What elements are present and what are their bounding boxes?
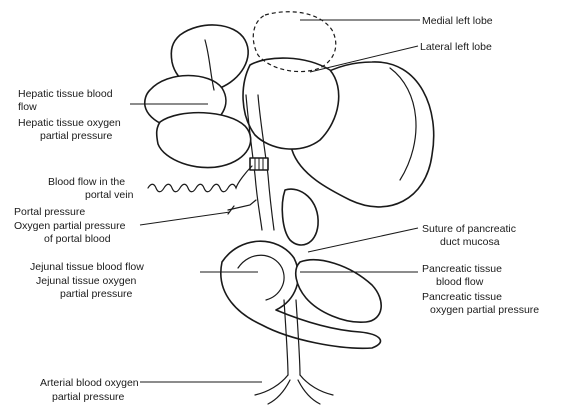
pancreatic-tissue [296, 260, 381, 322]
label-jejunal-oxygen-1: Jejunal tissue oxygen [36, 275, 137, 287]
label-hepatic-blood-flow-2: flow [18, 101, 37, 113]
lateral-left-lobe [243, 58, 339, 149]
leader-portal-pressure [140, 212, 230, 225]
label-suture-1: Suture of pancreatic [422, 223, 516, 235]
label-portal-vein-flow-1: Blood flow in the [48, 176, 125, 188]
label-portal-pressure: Portal pressure [14, 206, 85, 218]
label-pancreatic-flow-2: blood flow [436, 276, 484, 288]
label-portal-oxygen-2: of portal blood [44, 233, 111, 245]
label-portal-vein-flow-2: portal vein [85, 189, 134, 201]
label-jejunal-oxygen-2: partial pressure [60, 288, 133, 300]
aorta [284, 300, 288, 375]
liver-left-lower-lobe [157, 113, 251, 168]
label-pancreatic-flow-1: Pancreatic tissue [422, 263, 502, 275]
label-arterial-oxygen-1: Arterial blood oxygen [40, 377, 139, 389]
label-lateral-left-lobe: Lateral left lobe [420, 41, 492, 53]
label-pancreatic-oxygen-2: oxygen partial pressure [430, 304, 539, 316]
pancreas [282, 189, 318, 245]
label-hepatic-oxygen-2: partial pressure [40, 130, 113, 142]
label-portal-oxygen-1: Oxygen partial pressure [14, 220, 126, 232]
label-hepatic-blood-flow-1: Hepatic tissue blood [18, 88, 113, 100]
label-arterial-oxygen-2: partial pressure [52, 391, 125, 403]
label-medial-left-lobe: Medial left lobe [422, 15, 493, 27]
label-hepatic-oxygen-1: Hepatic tissue oxygen [18, 117, 121, 129]
leader-suture [308, 228, 418, 252]
label-pancreatic-oxygen-1: Pancreatic tissue [422, 291, 502, 303]
flow-probe-cable [148, 166, 252, 192]
label-jejunal-flow: Jejunal tissue blood flow [30, 261, 144, 273]
label-suture-2: duct mucosa [440, 236, 500, 248]
